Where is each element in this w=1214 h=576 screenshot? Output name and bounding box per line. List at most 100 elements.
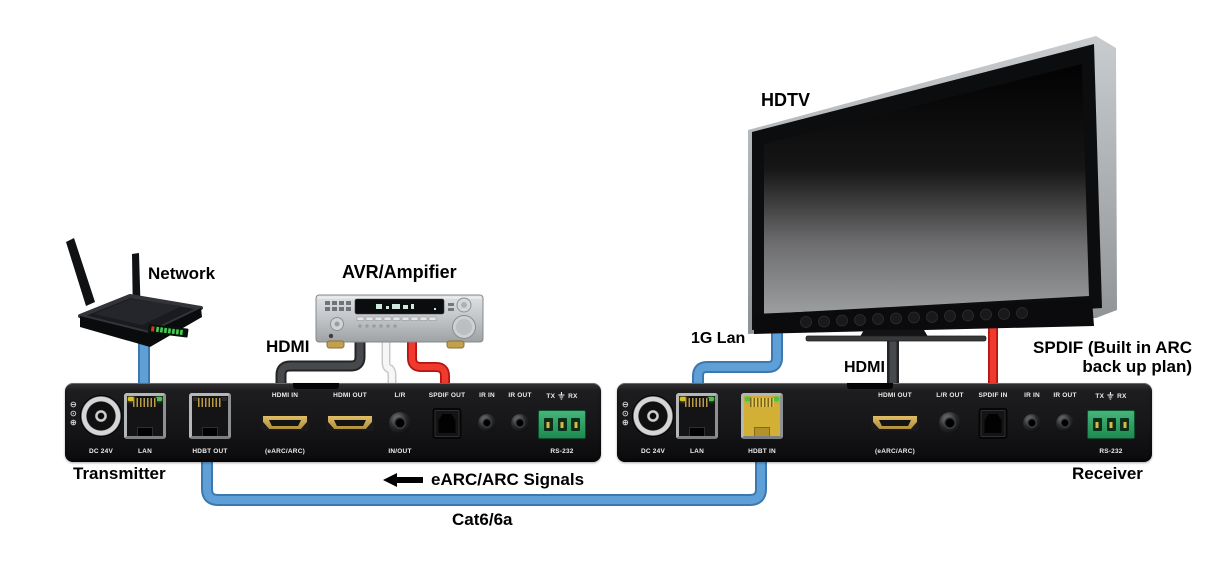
lan-led-green <box>156 397 162 401</box>
rj45-lan-jack <box>676 393 718 439</box>
rj45-hdbt-jack <box>189 393 231 439</box>
earc-signal-text: eARC/ARC Signals <box>431 470 585 489</box>
in-out-label: IN/OUT <box>388 448 412 455</box>
ir-out-port: IR OUT <box>488 383 552 462</box>
toslink-port <box>432 408 462 439</box>
dc-jack <box>632 395 674 437</box>
minijack <box>478 414 496 432</box>
dc-24v-label: DC 24V <box>89 448 113 455</box>
ir-out-port: IR OUT <box>1033 383 1097 462</box>
hdbt-in-label: HDBT IN <box>748 448 776 455</box>
earc-arc-label: (eARC/ARC) <box>875 448 915 455</box>
vent-slot <box>293 383 339 389</box>
receiver-device: ⊖⊙⊕ DC 24V LAN HDBT IN HDMI OUT <box>617 383 1152 462</box>
ir-in-port: IR IN <box>1000 383 1064 462</box>
tv-stand-base <box>805 335 987 342</box>
hdmi-connector <box>871 414 919 431</box>
router-antenna-left <box>66 238 95 306</box>
minijack <box>1056 414 1074 432</box>
ground-icon <box>1107 392 1114 400</box>
spdif-label-line1: SPDIF (Built in ARC <box>1033 338 1192 357</box>
lr-out-label: L/R OUT <box>936 392 964 399</box>
hdmi-in-label: HDMI IN <box>271 392 299 399</box>
lr-port: L/R IN/OUT <box>368 383 432 462</box>
dc-power-port: DC 24V <box>69 383 133 462</box>
ir-in-port: IR IN <box>455 383 519 462</box>
rs232-port: TX RX RS-232 <box>1079 383 1143 462</box>
router-led-strip <box>147 323 189 338</box>
spdif-cable-transmitter <box>407 334 450 389</box>
transmitter-label: Transmitter <box>73 464 166 483</box>
dc-24v-label: DC 24V <box>641 448 665 455</box>
minijack <box>1023 414 1041 432</box>
spdif-in-label: SPDIF IN <box>978 392 1008 399</box>
vent-slot <box>847 383 893 389</box>
hdmi-out-label: HDMI OUT <box>878 392 912 399</box>
network-router <box>66 238 203 347</box>
lan-port: LAN <box>665 383 729 462</box>
ground-icon <box>558 392 565 400</box>
lr-label: L/R <box>394 392 406 399</box>
hdtv <box>748 36 1117 342</box>
minijack <box>511 414 529 432</box>
earc-signal-label: eARC/ARC Signals <box>383 470 584 490</box>
lan-cable-receiver <box>692 326 783 389</box>
hdmi-connector <box>326 414 374 431</box>
spdif-label: SPDIF (Built in ARC back up plan) <box>998 338 1192 376</box>
hdbt-led-green-left <box>745 397 751 401</box>
ir-in-label: IR IN <box>1024 392 1040 399</box>
hdmi-out-port: HDMI OUT (eARC/ARC) <box>863 383 927 462</box>
tx-label: TX <box>1095 392 1105 400</box>
left-arrow-icon <box>383 473 423 487</box>
lan-label: LAN <box>690 448 704 455</box>
hdtv-label: HDTV <box>761 90 810 110</box>
receiver-label: Receiver <box>1072 464 1143 483</box>
hdbt-out-label: HDBT OUT <box>192 448 228 455</box>
hdmi-in-port: HDMI IN (eARC/ARC) <box>253 383 317 462</box>
ir-in-label: IR IN <box>479 392 495 399</box>
hdbt-led-right <box>221 397 227 401</box>
rj45-hdbt-jack <box>741 393 783 439</box>
lr-out-port: L/R OUT <box>918 383 982 462</box>
hdbt-in-port: HDBT IN <box>730 383 794 462</box>
tx-label: TX <box>546 392 556 400</box>
spdif-label-line2: back up plan) <box>1082 357 1192 376</box>
minijack <box>389 412 411 434</box>
spdif-in-port: SPDIF IN <box>961 383 1025 462</box>
rs232-terminal <box>538 410 586 439</box>
dc-jack <box>80 395 122 437</box>
lan-port: LAN <box>113 383 177 462</box>
rs232-label: RS-232 <box>1099 448 1123 455</box>
hdmi-out-port: HDMI OUT <box>318 383 382 462</box>
ir-out-label: IR OUT <box>508 392 532 399</box>
transmitter-device: ⊖⊙⊕ DC 24V LAN HDBT OUT HDMI IN <box>65 383 601 462</box>
rx-label: RX <box>1117 392 1127 400</box>
hdmi-connector <box>261 414 309 431</box>
analog-audio-cable <box>381 334 397 389</box>
toslink-port <box>978 408 1008 439</box>
dc-polarity-icon: ⊖⊙⊕ <box>70 400 77 427</box>
lan-led-yellow <box>680 397 686 401</box>
rs232-terminal <box>1087 410 1135 439</box>
dc-power-port: DC 24V <box>621 383 685 462</box>
lan-label: LAN <box>138 448 152 455</box>
dc-polarity-icon: ⊖⊙⊕ <box>622 400 629 427</box>
spdif-out-port: SPDIF OUT <box>415 383 479 462</box>
rs232-label: RS-232 <box>550 448 574 455</box>
tx-rx-label: TX RX <box>1095 392 1126 400</box>
avr-amplifier <box>315 294 484 349</box>
cat6-cable <box>201 456 767 506</box>
hdbt-led-green-right <box>773 397 779 401</box>
spdif-out-label: SPDIF OUT <box>428 392 466 399</box>
minijack <box>939 412 961 434</box>
hdmi-cable-transmitter <box>275 334 366 389</box>
hdmi-label-right: HDMI <box>844 359 885 376</box>
hdbt-led-left <box>193 397 199 401</box>
lan-led-green <box>708 397 714 401</box>
hdmi-label-left: HDMI <box>266 337 310 356</box>
rs232-port: TX RX RS-232 <box>530 383 594 462</box>
rj45-lan-jack <box>124 393 166 439</box>
ir-out-label: IR OUT <box>1053 392 1077 399</box>
